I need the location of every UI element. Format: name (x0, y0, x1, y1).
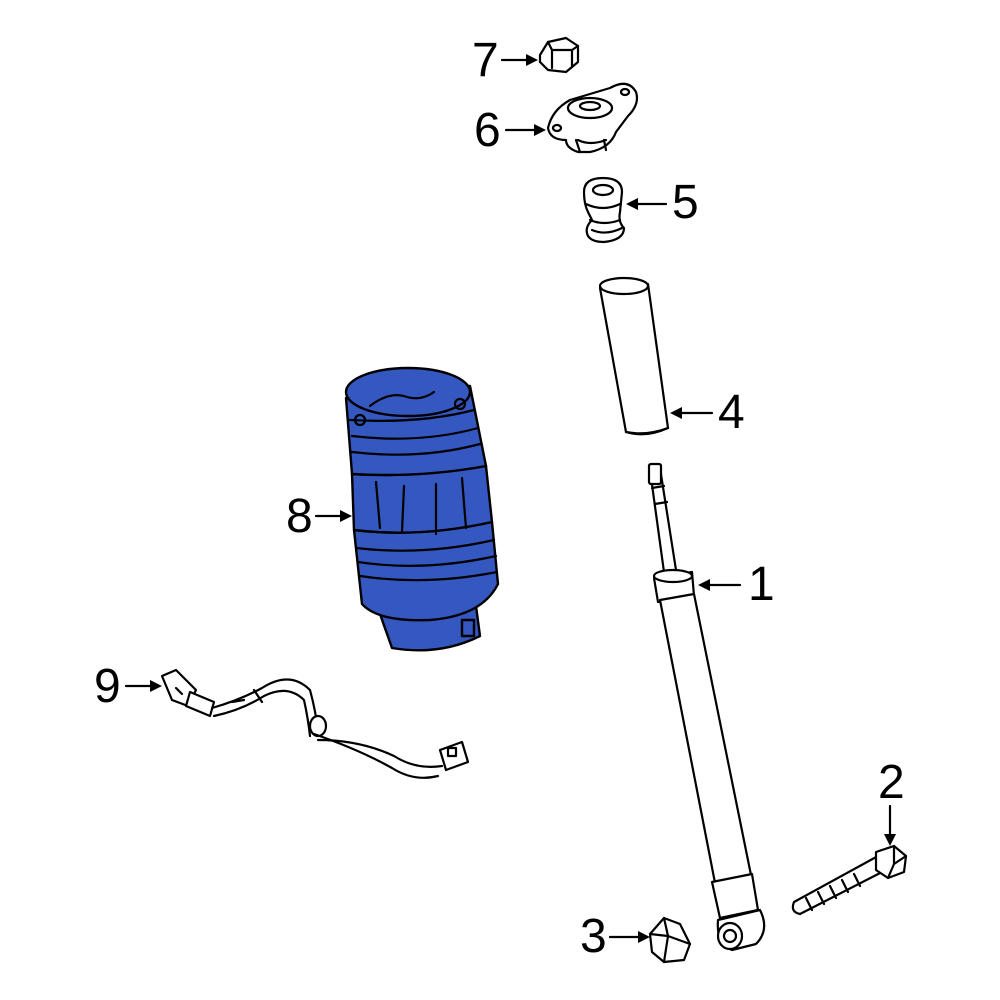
callout-6: 6 (474, 104, 546, 157)
callout-9: 9 (94, 660, 162, 713)
callout-label-2: 2 (878, 756, 905, 809)
air-spring-8[interactable] (344, 366, 500, 652)
callout-label-1: 1 (748, 558, 775, 611)
callout-3: 3 (580, 910, 650, 963)
callout-label-5: 5 (672, 176, 699, 229)
shock-absorber-1[interactable] (647, 462, 766, 952)
callout-5: 5 (626, 176, 699, 229)
nut-3[interactable] (648, 916, 692, 964)
dust-boot-4[interactable] (598, 276, 670, 436)
callout-label-6: 6 (474, 104, 501, 157)
callout-label-4: 4 (718, 386, 745, 439)
callout-label-8: 8 (286, 490, 313, 543)
upper-mount-6[interactable] (546, 82, 639, 154)
callout-4: 4 (670, 386, 745, 439)
sensor-harness-9[interactable] (160, 668, 470, 779)
callout-7: 7 (472, 34, 538, 87)
callout-8: 8 (286, 490, 352, 543)
callout-1: 1 (698, 558, 775, 611)
callout-label-3: 3 (580, 910, 607, 963)
callout-label-9: 9 (94, 660, 121, 713)
callout-2: 2 (878, 756, 905, 846)
bump-stop-5[interactable] (582, 176, 626, 244)
callout-label-7: 7 (472, 34, 499, 87)
nut-7[interactable] (538, 36, 580, 74)
bolt-2[interactable] (791, 844, 908, 916)
